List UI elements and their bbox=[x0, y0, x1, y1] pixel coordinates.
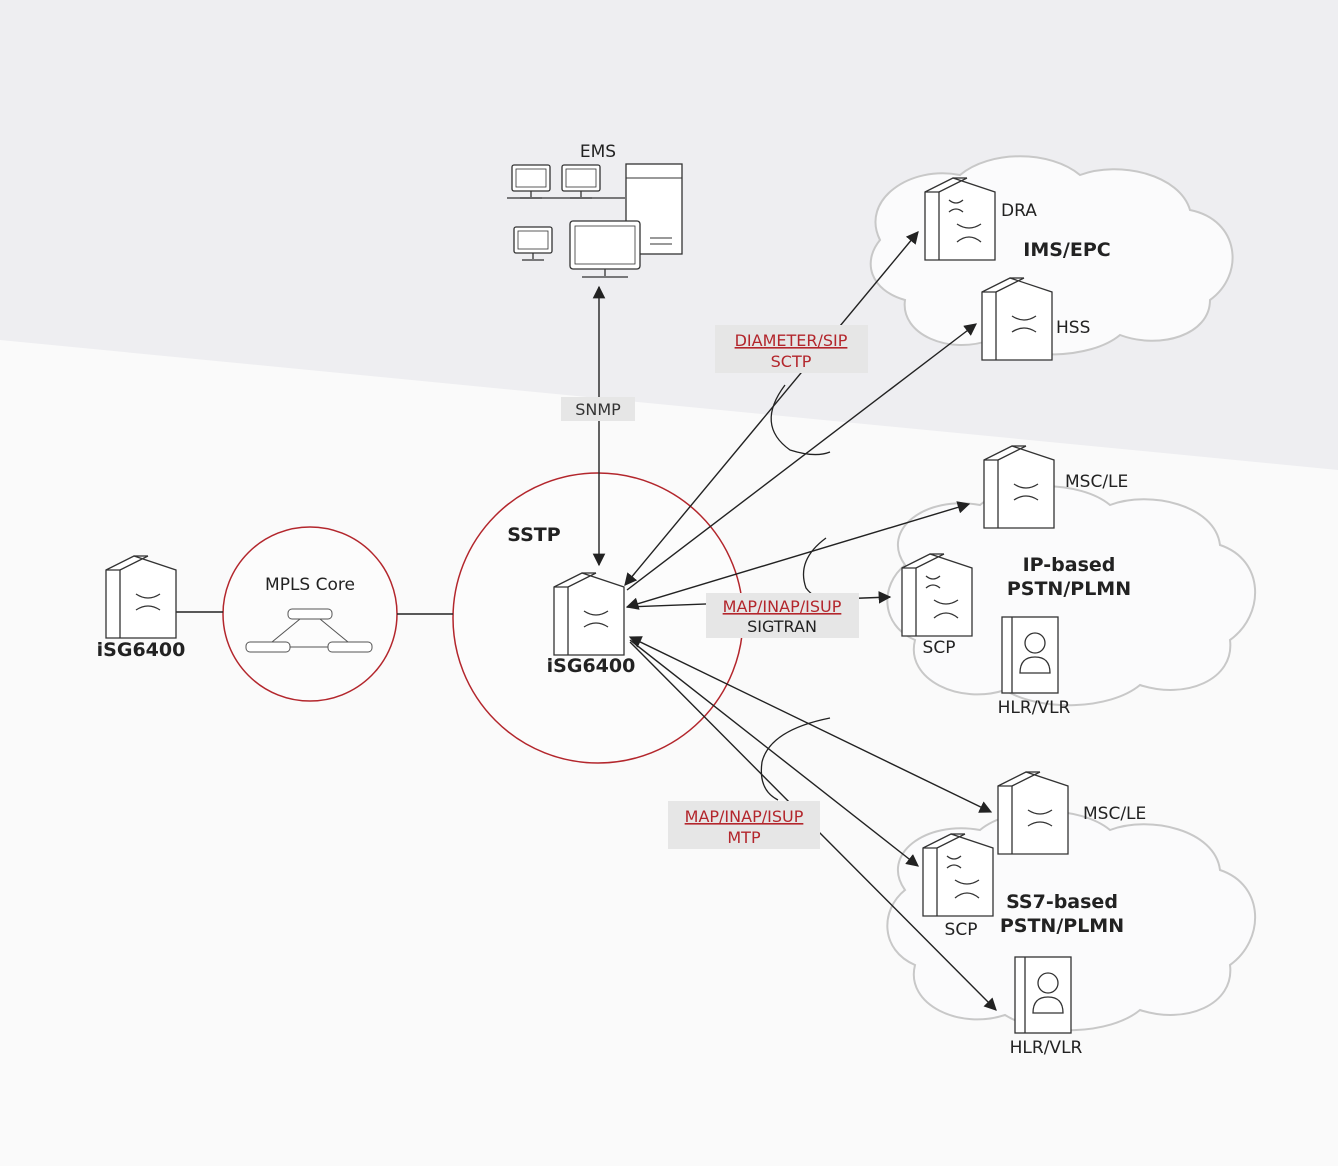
ss7-msc-le-label: MSC/LE bbox=[1083, 804, 1146, 824]
mtp-label-box bbox=[668, 801, 820, 849]
hss-server-icon bbox=[981, 277, 1053, 361]
ip-msc-le-label: MSC/LE bbox=[1065, 472, 1128, 492]
ip-scp-server-icon bbox=[901, 553, 973, 637]
ip-cloud-label-line1: IP-based bbox=[1023, 554, 1116, 576]
ss7-hlr-vlr-icon bbox=[1014, 956, 1072, 1034]
sigtran-label: SIGTRAN bbox=[747, 617, 817, 636]
ip-scp-label: SCP bbox=[923, 638, 956, 658]
map-inap-isup-mtp-label: MAP/INAP/ISUP bbox=[685, 807, 804, 826]
sstp-label: SSTP bbox=[507, 524, 560, 546]
ss7-scp-label: SCP bbox=[945, 920, 978, 940]
hss-label: HSS bbox=[1056, 318, 1090, 338]
diameter-link-bundle-arc bbox=[770, 384, 831, 456]
ems-label: EMS bbox=[580, 142, 616, 162]
link-to-ip-msc bbox=[625, 501, 971, 610]
left-isg6400-label: iSG6400 bbox=[97, 639, 186, 661]
center-isg6400-label: iSG6400 bbox=[547, 655, 636, 677]
ims-epc-cloud-label: IMS/EPC bbox=[1023, 239, 1110, 261]
sctp-label: SCTP bbox=[771, 352, 812, 371]
sigtran-label-box bbox=[706, 593, 859, 638]
ip-hlr-vlr-label: HLR/VLR bbox=[998, 698, 1071, 718]
map-inap-isup-sigtran-label: MAP/INAP/ISUP bbox=[723, 597, 842, 616]
diameter-label-box bbox=[715, 325, 868, 373]
ss7-cloud-label-line2: PSTN/PLMN bbox=[1000, 915, 1124, 937]
ip-hlr-vlr-icon bbox=[1001, 616, 1059, 694]
snmp-label: SNMP bbox=[575, 400, 621, 419]
mtp-link-bundle-arc bbox=[760, 717, 831, 801]
link-to-ss7-scp bbox=[629, 639, 919, 867]
dra-server-icon bbox=[924, 177, 996, 261]
ss7-cloud-label-line1: SS7-based bbox=[1006, 891, 1118, 913]
mpls-topology-icon bbox=[245, 608, 373, 653]
left-isg6400-server-icon bbox=[105, 555, 177, 639]
diameter-sip-label: DIAMETER/SIP bbox=[735, 331, 848, 350]
ss7-msc-le-server-icon bbox=[997, 771, 1069, 855]
link-to-ss7-msc bbox=[628, 636, 993, 813]
ip-cloud-label-line2: PSTN/PLMN bbox=[1007, 578, 1131, 600]
ip-msc-le-server-icon bbox=[983, 445, 1055, 529]
mpls-core-label: MPLS Core bbox=[265, 575, 355, 595]
ss7-scp-server-icon bbox=[922, 833, 994, 917]
mtp-label: MTP bbox=[727, 828, 761, 847]
center-isg6400-server-icon bbox=[553, 572, 625, 656]
dra-label: DRA bbox=[1001, 201, 1037, 221]
snmp-label-box bbox=[561, 397, 635, 421]
ss7-hlr-vlr-label: HLR/VLR bbox=[1010, 1038, 1083, 1058]
